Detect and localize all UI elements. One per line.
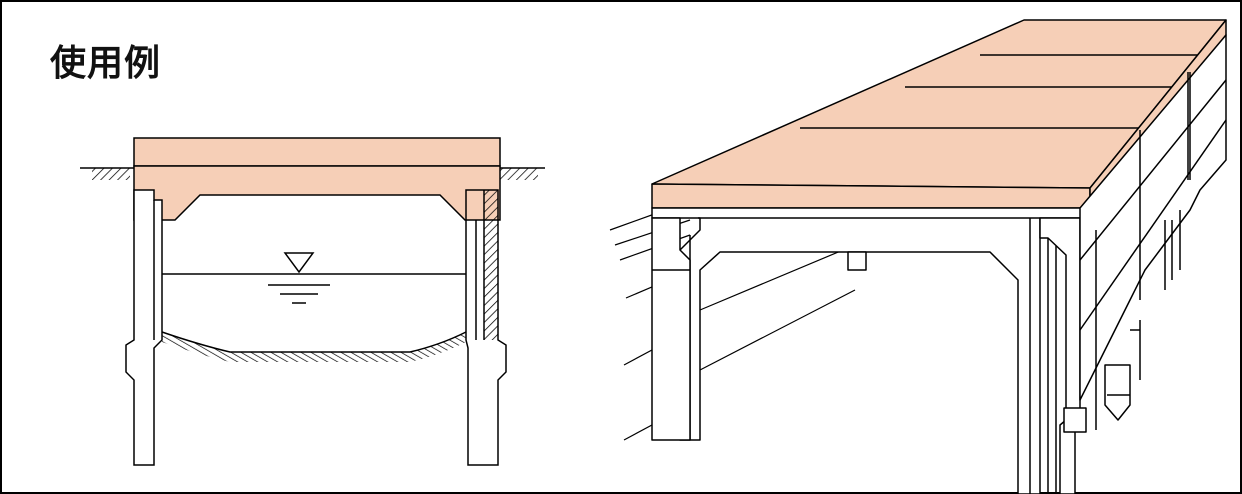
riverbed-hatch: [162, 332, 466, 362]
top-slab: [133, 137, 501, 167]
page-title: 使用例: [50, 43, 162, 84]
perspective-view: [609, 19, 1227, 494]
pile-footing: [1104, 364, 1131, 421]
deck-front: [651, 183, 1091, 209]
right-wall-hatch: [484, 190, 498, 340]
mid-block: [847, 251, 867, 271]
left-wall: [125, 189, 163, 466]
right-column-footing: [1063, 407, 1087, 433]
cross-section: [80, 137, 545, 466]
water-level-triangle: [283, 252, 315, 274]
riverbed-line: [161, 331, 467, 353]
soil-hatch-right: [500, 168, 538, 180]
front-frame: [651, 207, 1091, 494]
left-column: [651, 217, 691, 441]
beam: [133, 165, 501, 221]
right-wall: [465, 189, 507, 466]
right-column: [1039, 217, 1081, 494]
soil-hatch-left: [92, 168, 130, 180]
